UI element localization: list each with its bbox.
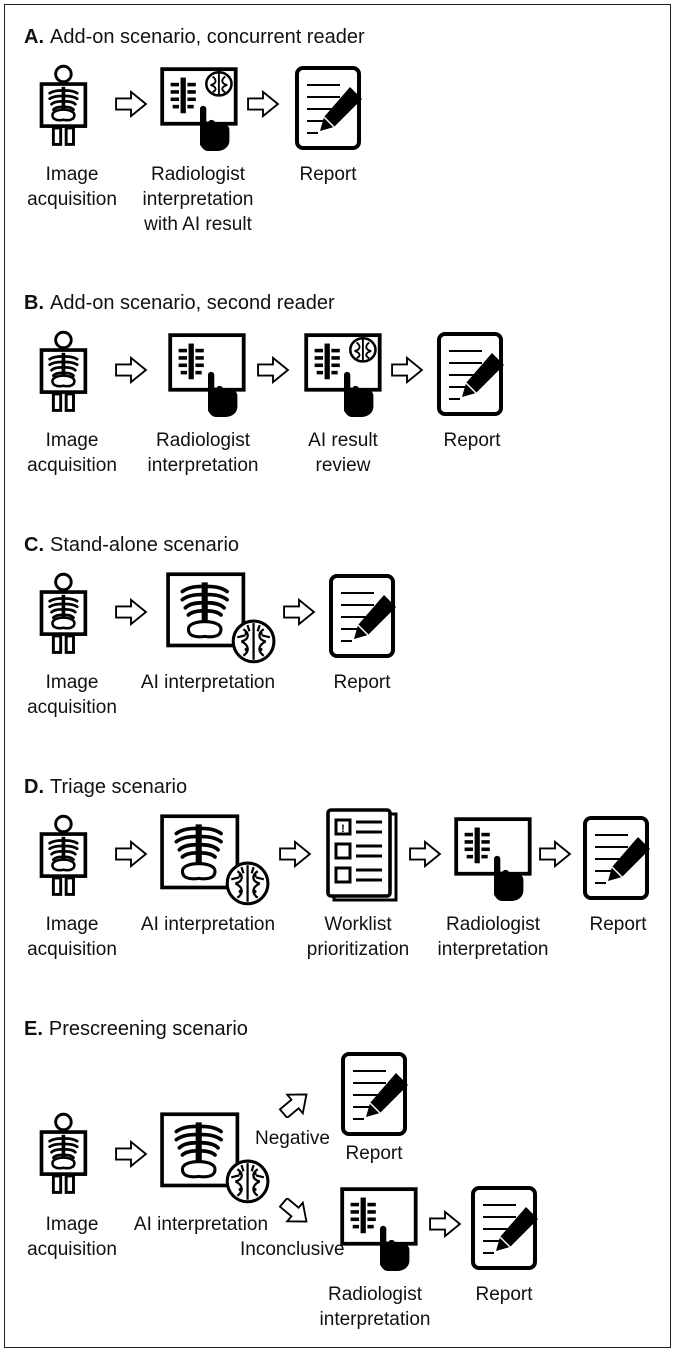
ai-screen-icon xyxy=(160,814,270,906)
scenario-b-title: B.Add-on scenario, second reader xyxy=(24,292,335,314)
arrow-right-icon xyxy=(391,356,423,384)
radiologist-ai-screen-icon xyxy=(302,330,386,418)
label-report: Report xyxy=(443,430,501,451)
patient-xray-icon xyxy=(36,808,100,904)
label-report: Report xyxy=(333,672,391,693)
scenario-e-title: E.Prescreening scenario xyxy=(24,1018,248,1040)
arrow-right-icon xyxy=(283,598,315,626)
patient-xray-icon xyxy=(36,566,100,662)
label-negative: Negative xyxy=(255,1128,330,1149)
arrow-right-icon xyxy=(429,1210,461,1238)
arrow-right-icon xyxy=(115,840,147,868)
arrow-right-icon xyxy=(539,840,571,868)
radiologist-screen-icon xyxy=(454,817,532,902)
scenario-a-title: A.Add-on scenario, concurrent reader xyxy=(24,26,365,48)
label-ai-interpretation: AI interpretation xyxy=(140,672,276,693)
scenario-d-title: D.Triage scenario xyxy=(24,776,188,798)
radiologist-screen-icon xyxy=(340,1187,418,1272)
report-pen-icon xyxy=(582,814,652,902)
arrow-down-right-icon xyxy=(278,1198,312,1226)
arrow-right-icon xyxy=(115,90,147,118)
arrow-right-icon xyxy=(409,840,441,868)
label-report: Report xyxy=(299,164,357,185)
arrow-right-icon xyxy=(115,598,147,626)
label-ai-interpretation: AI interpretation xyxy=(140,914,276,935)
arrow-right-icon xyxy=(257,356,289,384)
patient-xray-icon xyxy=(36,324,100,420)
label-inconclusive: Inconclusive xyxy=(240,1239,345,1260)
radiologist-ai-screen-icon xyxy=(158,64,242,152)
report-pen-icon xyxy=(328,572,398,660)
arrow-up-right-icon xyxy=(278,1090,312,1118)
report-pen-icon xyxy=(340,1050,410,1138)
label-report: Report xyxy=(475,1284,533,1305)
ai-screen-icon xyxy=(166,572,276,664)
patient-xray-icon xyxy=(36,58,100,154)
patient-xray-icon xyxy=(36,1106,100,1202)
arrow-right-icon xyxy=(115,356,147,384)
radiologist-screen-icon xyxy=(168,333,246,418)
label-report: Report xyxy=(345,1143,403,1164)
arrow-right-icon xyxy=(279,840,311,868)
scenario-c-title: C.Stand-alone scenario xyxy=(24,534,240,556)
report-pen-icon xyxy=(294,64,364,152)
label-report: Report xyxy=(589,914,647,935)
arrow-right-icon xyxy=(115,1140,147,1168)
worklist-icon xyxy=(326,808,398,902)
report-pen-icon xyxy=(436,330,506,418)
label-ai-interpretation: AI interpretation xyxy=(133,1214,269,1235)
figure-frame xyxy=(4,4,671,1348)
ai-screen-icon xyxy=(160,1112,270,1204)
report-pen-icon xyxy=(470,1184,540,1272)
arrow-right-icon xyxy=(247,90,279,118)
